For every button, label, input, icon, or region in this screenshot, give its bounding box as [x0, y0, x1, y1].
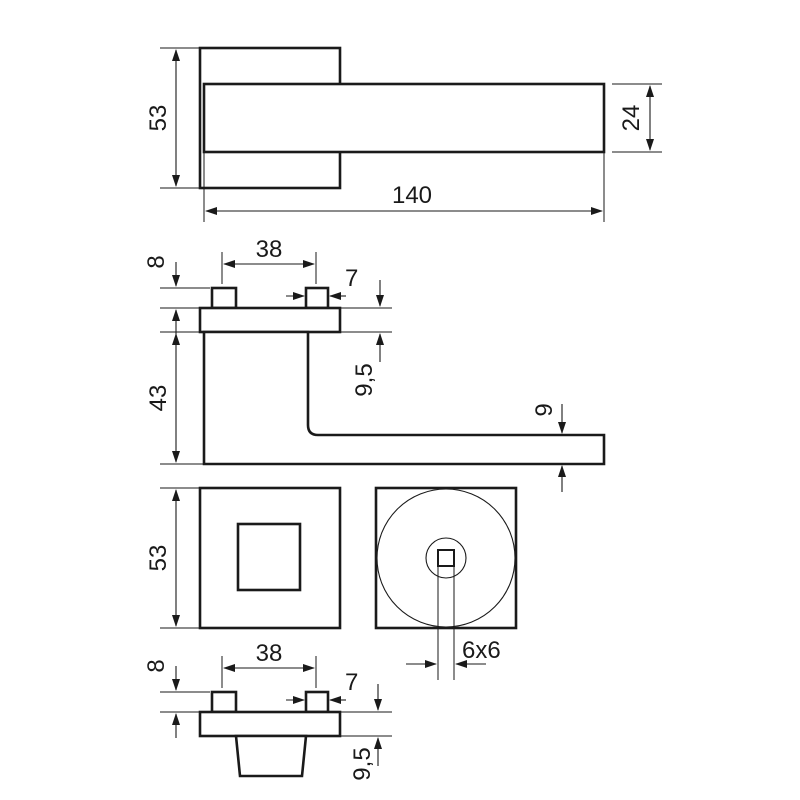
- lever-side-view: 38 7 8 9,5 43 9: [143, 236, 606, 492]
- dim-label-plate-thickness: 9,5: [349, 747, 376, 780]
- key-cylinder: [234, 734, 308, 778]
- dim-label-pin-height: 8: [143, 659, 170, 672]
- spindle-square: [437, 549, 455, 567]
- lever-neck-square: [236, 522, 302, 592]
- lever-top-view: 53 24 140: [145, 46, 662, 222]
- dim-label-pin-spacing: 38: [256, 640, 283, 667]
- escutcheon-side-view: 38 7 8 9,5: [143, 640, 392, 781]
- escutcheon-front-view: 6x6: [374, 486, 518, 680]
- escutcheon-circle: [376, 488, 516, 628]
- dim-label-pin-width: 7: [345, 669, 358, 696]
- lever-bar: [202, 82, 606, 154]
- mounting-pin: [210, 690, 238, 714]
- dim-label-pin-height: 8: [143, 255, 170, 268]
- rose-plate-side: [198, 306, 342, 334]
- dim-label-pin-spacing: 38: [256, 236, 283, 263]
- escutcheon-plate-side: [198, 710, 342, 738]
- spindle-hub: [425, 537, 467, 579]
- dim-label-pin-width: 7: [345, 265, 358, 292]
- dim-label-plate-thickness: 9,5: [351, 363, 378, 396]
- dim-label-total-length: 140: [392, 182, 432, 209]
- dim-label-body-height: 43: [145, 385, 172, 412]
- dim-label-rose-height: 53: [145, 105, 172, 132]
- dim-label-lever-width: 24: [618, 105, 645, 132]
- dim-label-lever-thickness: 9: [531, 403, 558, 416]
- mounting-pin: [210, 286, 238, 310]
- mounting-pin: [304, 690, 330, 714]
- rose-front-view: 53: [145, 486, 342, 630]
- dim-label-spindle: 6x6: [462, 637, 501, 664]
- mounting-pin: [304, 286, 330, 310]
- dim-label-rose-size: 53: [145, 545, 172, 572]
- lever-profile: [202, 330, 606, 466]
